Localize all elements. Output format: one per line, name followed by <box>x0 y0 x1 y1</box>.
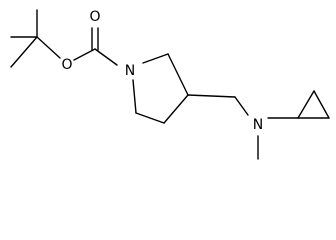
bond-carbonyl-c-ring-nitrogen <box>94 48 118 66</box>
bond-tbu-c-ester-oxygen <box>36 36 61 59</box>
bond-ring-n-c2 <box>142 53 169 64</box>
bonds <box>10 9 330 160</box>
bond-ring-c2-c3 <box>167 53 189 96</box>
bond-ch2-amine-nitrogen <box>234 96 249 116</box>
bond-ring-c3-ch2 <box>187 94 236 98</box>
bond-ester-oxygen-carbonyl-c <box>73 48 96 61</box>
bond-ring-c5-n <box>132 79 137 114</box>
chemical-structure: O O N N <box>10 9 330 160</box>
ring-nitrogen-label: N <box>125 63 135 79</box>
bond-tbu-c-methyl-bottom <box>10 36 38 68</box>
bond-cyclopropyl-2 <box>313 90 330 119</box>
bond-ring-c3-c4 <box>163 94 189 124</box>
bond-ring-c4-c5 <box>135 112 165 124</box>
bond-cyclopropyl-1 <box>297 90 315 119</box>
ester-oxygen-label: O <box>61 57 72 73</box>
amine-nitrogen-label: N <box>253 117 263 133</box>
atom-labels: O O N N <box>61 9 263 133</box>
carbonyl-oxygen-label: O <box>89 9 100 25</box>
